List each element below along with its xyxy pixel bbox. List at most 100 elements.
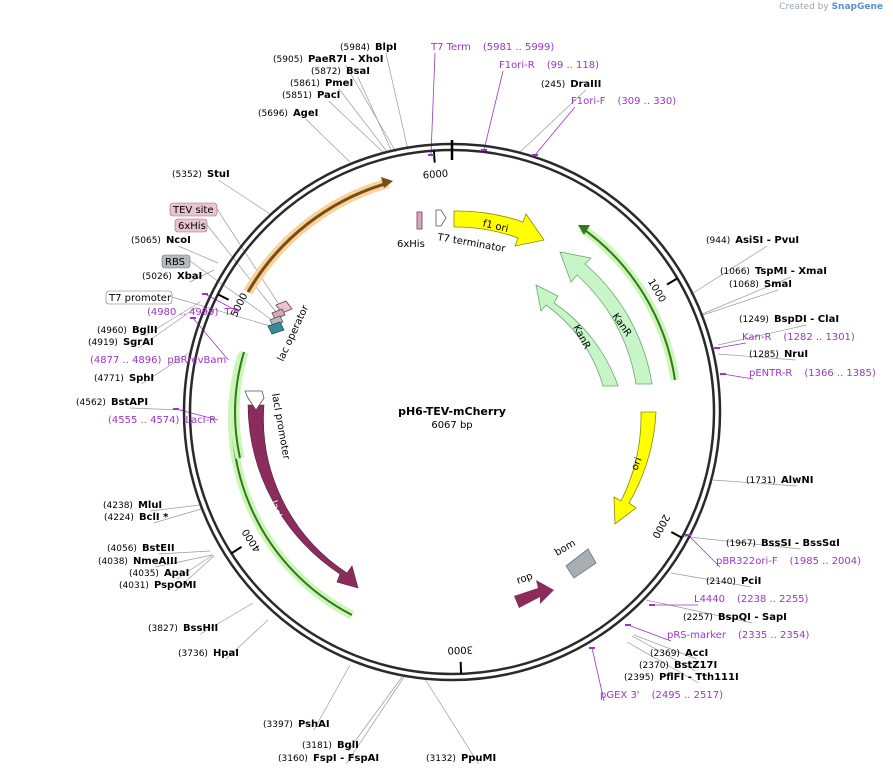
primer-name-1[interactable]: F1ori-R <box>499 60 535 71</box>
feature-rop[interactable] <box>514 580 554 608</box>
site-name-32[interactable]: BssSI - BssSαI <box>761 538 840 549</box>
site-name-31[interactable]: AlwNI <box>781 475 814 486</box>
site-name-20[interactable]: HpaI <box>213 648 239 659</box>
feature-laci-promoter[interactable] <box>244 390 265 411</box>
site-position-28: (1068) <box>729 280 759 290</box>
primer-leader-4 <box>722 373 754 380</box>
site-position-13: (4238) <box>103 501 133 511</box>
site-name-33[interactable]: PciI <box>741 576 761 587</box>
primer-name-9[interactable]: T7 <box>223 307 236 318</box>
feature-f1-ori[interactable] <box>453 210 545 247</box>
primer-name-10[interactable]: pBRrevBam <box>167 355 226 366</box>
site-name-2[interactable]: BsaI <box>346 66 370 77</box>
tag-rbs-box[interactable] <box>161 254 191 269</box>
primer-name-4[interactable]: pENTR-R <box>749 368 792 379</box>
site-name-22[interactable]: BglI <box>337 740 359 751</box>
feature-bom[interactable] <box>565 548 597 579</box>
site-name-15[interactable]: BstEII <box>142 543 175 554</box>
site-leader-1 <box>345 64 397 153</box>
site-name-26[interactable]: AsiSI - PvuI <box>735 235 799 246</box>
site-leader-6 <box>218 179 271 215</box>
primer-name-3[interactable]: Kan-R <box>742 332 771 343</box>
primer-range-2: (309 .. 330) <box>617 96 676 107</box>
site-position-6: (5352) <box>172 170 202 180</box>
site-name-29[interactable]: BspDI - ClaI <box>774 314 839 325</box>
site-name-21[interactable]: PshAI <box>298 719 330 730</box>
site-leader-26 <box>689 245 768 296</box>
primer-name-8[interactable]: pGEX 3' <box>600 690 640 701</box>
feature-kanr-outer[interactable] <box>559 251 653 385</box>
site-name-37[interactable]: PflFI - Tth111I <box>659 672 739 683</box>
site-name-1[interactable]: PaeR7I - XhoI <box>308 54 384 65</box>
feature-green-arc-right-core <box>581 227 676 381</box>
site-name-27[interactable]: TspMI - XmaI <box>755 266 827 277</box>
site-position-26: (944) <box>706 236 730 246</box>
site-name-18[interactable]: PspOMI <box>154 580 196 591</box>
site-name-24[interactable]: PpuMI <box>461 753 496 764</box>
site-leader-30 <box>717 353 797 361</box>
site-position-29: (1249) <box>739 315 769 325</box>
site-name-34[interactable]: BspQI - SapI <box>718 612 787 623</box>
feature-ori[interactable] <box>613 411 657 525</box>
site-position-23: (3160) <box>278 754 308 764</box>
site-name-25[interactable]: DraIII <box>570 79 601 90</box>
site-name-14[interactable]: BclI * <box>139 512 169 523</box>
site-position-9: (4960) <box>97 326 127 336</box>
feature-lac-operator-mark[interactable] <box>267 321 285 335</box>
primer-name-11[interactable]: LacI-R <box>185 415 216 426</box>
feature-laci[interactable] <box>247 404 359 589</box>
site-name-23[interactable]: FspI - FspAI <box>313 753 379 764</box>
tag-6xhis-box[interactable] <box>174 218 208 233</box>
tag-t7-promoter-box[interactable] <box>105 290 173 305</box>
label-leader-lines <box>129 52 807 765</box>
site-name-11[interactable]: SphI <box>129 373 154 384</box>
primer-range-10: (4877 .. 4896) <box>90 355 162 366</box>
site-name-6[interactable]: StuI <box>207 169 230 180</box>
site-name-3[interactable]: PmeI <box>325 78 353 89</box>
tag-tev-site: TEV site <box>172 205 214 216</box>
primer-leader-5 <box>687 534 721 568</box>
primer-leader-0 <box>430 52 436 156</box>
site-leader-33 <box>670 572 752 588</box>
site-name-36[interactable]: BstZ17I <box>674 660 717 671</box>
feature-6xhis-left-mark[interactable] <box>271 308 286 320</box>
site-name-9[interactable]: BglII <box>132 325 158 336</box>
site-name-10[interactable]: SgrAI <box>123 337 154 348</box>
site-name-28[interactable]: SmaI <box>764 279 792 290</box>
feature-rbs-mark[interactable] <box>269 315 284 327</box>
site-leader-21 <box>313 664 351 731</box>
site-name-30[interactable]: NruI <box>784 349 808 360</box>
site-name-7[interactable]: NcoI <box>166 235 191 246</box>
site-position-31: (1731) <box>746 476 776 486</box>
primer-name-0[interactable]: T7 Term <box>430 42 471 53</box>
site-name-35[interactable]: AccI <box>685 648 708 659</box>
site-leader-8 <box>189 269 215 283</box>
feature-kanr-inner[interactable] <box>535 284 619 387</box>
primer-name-5[interactable]: pBR322ori-F <box>716 556 778 567</box>
primer-name-6[interactable]: L4440 <box>694 594 725 605</box>
site-name-8[interactable]: XbaI <box>177 271 202 282</box>
primer-name-2[interactable]: F1ori-F <box>571 96 606 107</box>
primer-range-6: (2238 .. 2255) <box>737 594 809 605</box>
feature-t7-terminator[interactable] <box>435 209 447 227</box>
site-name-12[interactable]: BstAPI <box>111 397 148 408</box>
primer-range-8: (2495 .. 2517) <box>652 690 724 701</box>
feature-6xhis-mark[interactable] <box>416 211 423 230</box>
primer-name-7[interactable]: pRS-marker <box>667 630 727 641</box>
site-name-13[interactable]: MluI <box>138 500 162 511</box>
site-name-19[interactable]: BssHII <box>183 623 218 634</box>
site-name-0[interactable]: BlpI <box>375 42 397 53</box>
tick-mark-1000 <box>666 277 678 286</box>
tick-label-6000: 6000 <box>422 169 448 182</box>
site-leader-29 <box>717 324 807 346</box>
primer-range-7: (2335 .. 2354) <box>738 630 810 641</box>
tag-tev-site-box[interactable] <box>169 202 218 217</box>
feature-orange-arc[interactable] <box>243 178 390 295</box>
site-position-25: (245) <box>541 80 565 90</box>
site-name-16[interactable]: NmeAIII <box>133 556 177 567</box>
site-name-5[interactable]: AgeI <box>293 108 318 119</box>
site-position-12: (4562) <box>76 398 106 408</box>
site-leader-10 <box>138 306 198 349</box>
site-name-17[interactable]: ApaI <box>164 568 189 579</box>
site-name-4[interactable]: PacI <box>317 90 340 101</box>
